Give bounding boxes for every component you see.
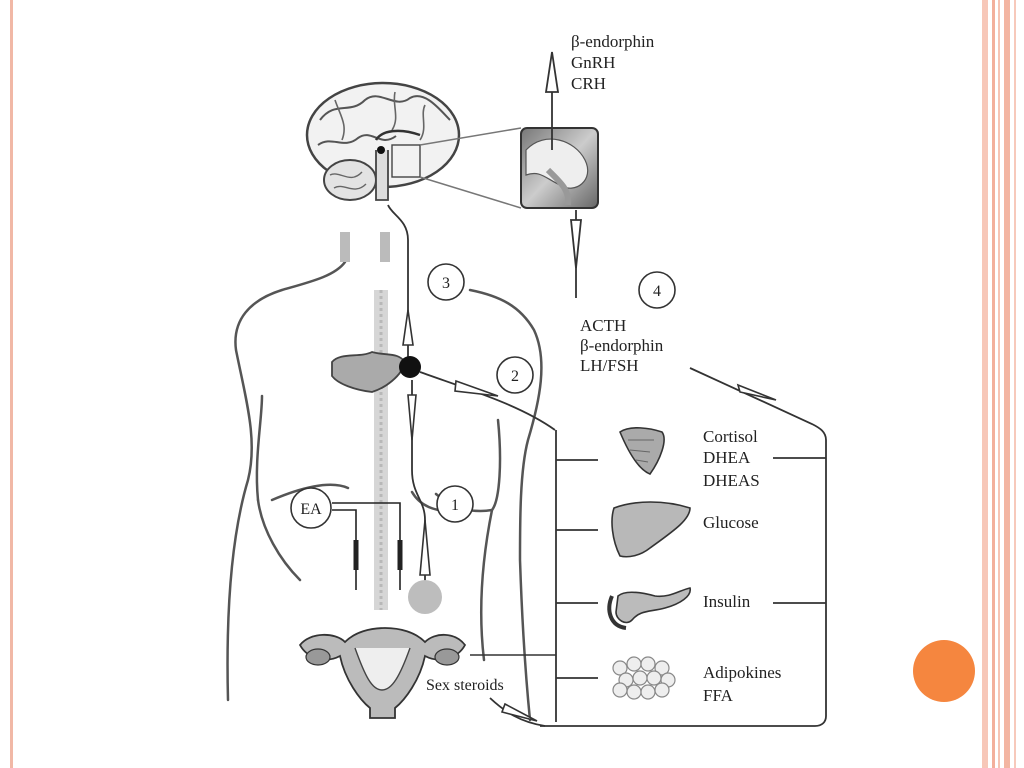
uterus-icon — [298, 627, 467, 719]
sex-steroids-arrow — [489, 697, 546, 727]
liver-icon — [611, 501, 691, 558]
neural-pathway — [387, 204, 426, 590]
arrow-up-to-top-hormones — [544, 51, 560, 150]
arrow-down-spinal — [407, 394, 417, 441]
pancreas-icon — [607, 587, 691, 630]
arrow-into-bracket — [736, 383, 777, 401]
arrow-up-spinal — [402, 309, 414, 346]
target-label: DHEAS — [703, 471, 760, 490]
brain-icon — [305, 81, 461, 201]
marker-3: 3 — [427, 263, 465, 301]
svg-text:3: 3 — [442, 275, 450, 292]
target-label: Adipokines — [703, 663, 781, 682]
ea-needles — [332, 502, 403, 590]
hypothalamus-inset — [520, 127, 599, 209]
pituitary-hormone-label: LH/FSH — [580, 356, 639, 375]
target-label: Glucose — [703, 513, 759, 532]
svg-text:EA: EA — [300, 501, 322, 518]
top-hormone-label: GnRH — [571, 53, 615, 72]
target-label: FFA — [703, 686, 734, 705]
arrow-down-to-pituitary-hormones — [570, 210, 582, 298]
marker-2: 2 — [496, 356, 534, 394]
adrenal-gland-icon — [619, 427, 665, 475]
neck-shading — [340, 232, 390, 262]
arrow-to-targets — [419, 371, 556, 431]
slide-frame-right — [982, 0, 1024, 768]
sex-steroids-label: Sex steroids — [426, 677, 504, 694]
top-hormone-label: β-endorphin — [571, 32, 655, 51]
target-label: Cortisol — [703, 427, 758, 446]
pituitary-hormone-label: β-endorphin — [580, 336, 664, 355]
target-label: Insulin — [703, 592, 751, 611]
target-bracket — [540, 367, 827, 727]
accent-circle — [913, 640, 975, 702]
arrow-up-lower — [419, 519, 431, 576]
zoom-line-top — [419, 127, 522, 146]
top-hormone-label: CRH — [571, 74, 606, 93]
svg-text:1: 1 — [451, 497, 459, 514]
svg-text:4: 4 — [653, 283, 661, 300]
ea-label-badge: EA — [290, 487, 332, 529]
svg-text:2: 2 — [511, 368, 519, 385]
marker-4: 4 — [638, 271, 676, 309]
adipose-tissue-icon — [612, 656, 676, 700]
marker-1: 1 — [436, 485, 474, 523]
slide-frame-left — [10, 0, 13, 768]
zoom-line-bottom — [419, 176, 522, 209]
pituitary-hormone-label: ACTH — [580, 316, 626, 335]
sympathetic-ganglion-icon — [331, 351, 421, 393]
acupoint-icon — [408, 580, 442, 614]
target-label: DHEA — [703, 448, 751, 467]
